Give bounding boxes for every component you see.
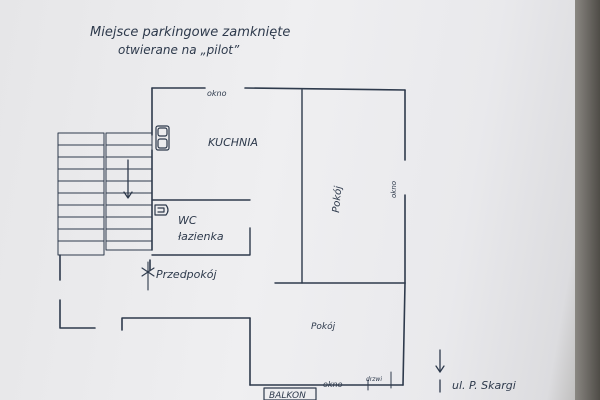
- label-okno-bottom: okno: [323, 380, 343, 389]
- street-arrow-icon: [435, 349, 445, 393]
- label-przedpokoj: Przedpokój: [156, 268, 217, 281]
- label-balkon: BALKON: [269, 391, 306, 400]
- toilet-icon: [154, 204, 169, 216]
- label-wc: WC: [178, 214, 197, 227]
- interior-walls: [151, 89, 406, 284]
- label-kuchnia: KUCHNIA: [208, 136, 258, 149]
- paper-edge-shadow: [575, 0, 600, 400]
- title-line-1: Miejsce parkingowe zamknięte: [90, 25, 290, 40]
- door-mark-bottom: [367, 371, 392, 391]
- label-okno-right: okno: [390, 181, 398, 198]
- label-pokoj-right: Pokój: [330, 185, 344, 213]
- entrance-door-marker: [141, 261, 155, 291]
- staircase: [57, 132, 153, 256]
- label-lazienka: łazienka: [178, 230, 224, 243]
- title-line-2: otwierane na „pilot”: [118, 43, 240, 57]
- label-okno-top: okno: [207, 89, 227, 98]
- label-drzwi: drzwi: [366, 376, 382, 383]
- balcony-box: [263, 387, 317, 400]
- kitchen-sink-icon: [155, 125, 170, 151]
- label-street: ul. P. Skargi: [452, 379, 516, 392]
- outer-walls: [59, 87, 406, 386]
- label-pokoj-bottom: Pokój: [311, 321, 336, 332]
